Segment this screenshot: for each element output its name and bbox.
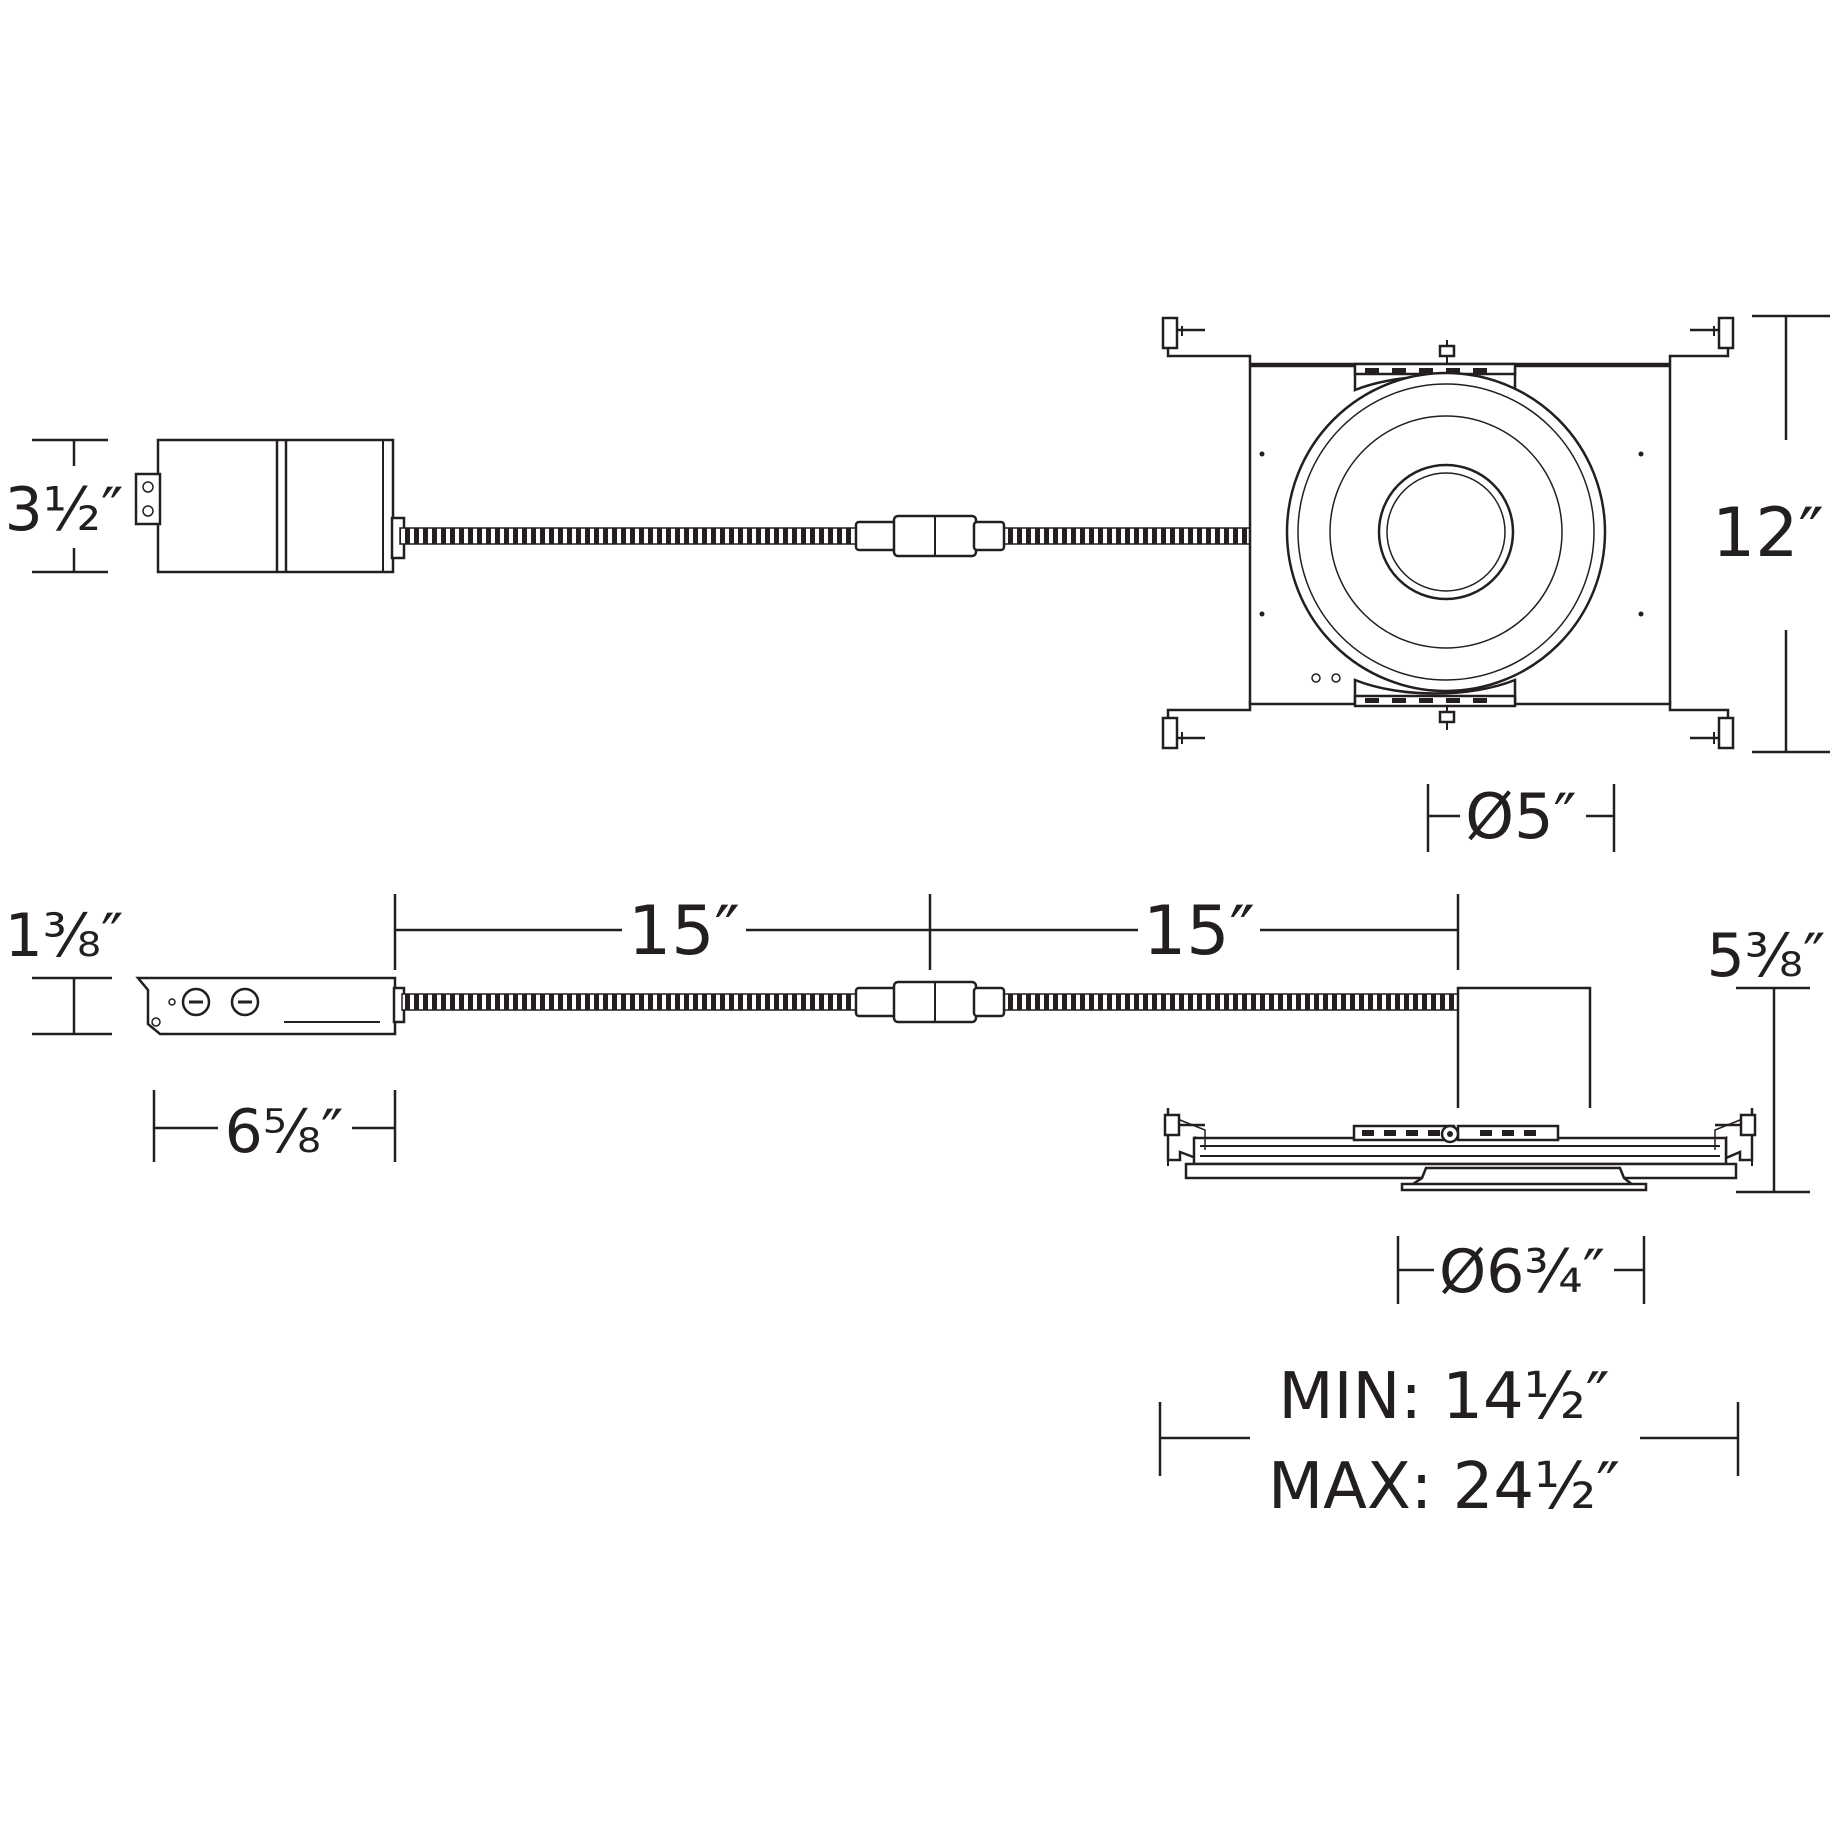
dim-driver-height-side: 1⅜″ — [5, 901, 124, 1036]
dim-housing-height-side: 5⅜″ — [1707, 921, 1826, 1194]
side-view: 1⅜″ 15″ 15″ 5⅜″ 6⅝″ — [5, 892, 1826, 1524]
label-driver-height-top: 3½″ — [5, 475, 124, 545]
label-driver-length-side: 6⅝″ — [225, 1097, 344, 1167]
label-driver-height-side: 1⅜″ — [5, 901, 124, 971]
housing-top — [1161, 316, 1735, 750]
top-view: 3½″ 12″ Ø5″ — [5, 314, 1830, 853]
dim-driver-height-top: 3½″ — [5, 438, 124, 574]
label-cable-length-left: 15″ — [628, 892, 740, 971]
label-housing-height-top: 12″ — [1712, 494, 1824, 573]
driver-box-top — [134, 438, 406, 574]
driver-box-side — [135, 976, 406, 1036]
dim-trim-diameter: Ø6¾″ — [1396, 1236, 1646, 1307]
dim-driver-length-side: 6⅝″ — [152, 1090, 397, 1167]
dim-cable-lengths: 15″ 15″ — [393, 892, 1460, 971]
label-aperture-diameter: Ø5″ — [1465, 780, 1576, 853]
dim-housing-height-top: 12″ — [1712, 314, 1830, 754]
dim-bar-hanger-span: MIN: 14½″ MAX: 24½″ — [1158, 1360, 1740, 1524]
cable-connector-side — [854, 980, 1006, 1024]
label-bar-hanger-min: MIN: 14½″ — [1278, 1360, 1609, 1434]
label-cable-length-right: 15″ — [1143, 892, 1255, 971]
label-bar-hanger-max: MAX: 24½″ — [1268, 1450, 1620, 1524]
dim-aperture-diameter: Ø5″ — [1426, 780, 1616, 853]
cable-connector-top — [854, 514, 1006, 558]
housing-side — [1163, 986, 1757, 1192]
label-trim-diameter: Ø6¾″ — [1439, 1237, 1605, 1307]
flex-conduit-top — [399, 527, 1251, 545]
label-housing-height-side: 5⅜″ — [1707, 921, 1826, 991]
